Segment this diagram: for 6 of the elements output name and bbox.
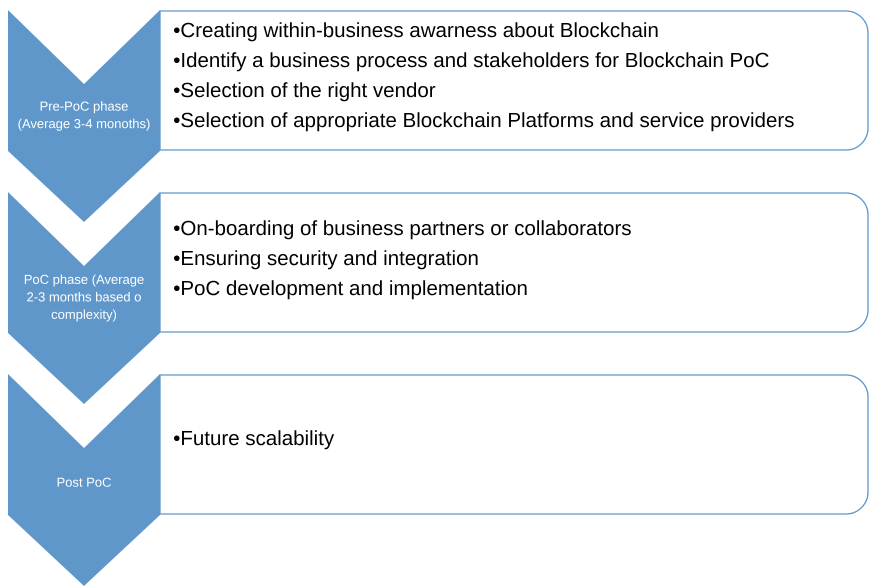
bullet-list-box: •Future scalability bbox=[159, 374, 869, 515]
phase-banner: Post PoC bbox=[8, 374, 160, 586]
phase-banner: PoC phase (Average 2-3 months based o complexity) bbox=[8, 192, 160, 404]
phase-banner: Pre-PoC phase (Average 3-4 monoths) bbox=[8, 10, 160, 222]
bullet-list-box: •Creating within-business awarness about Blockchain •Identify a business process and stakeholders for Blockchain PoC •Selection of the right vendor •Selection of appropriate Blockchain Platforms and service providers bbox=[159, 10, 869, 151]
bullet-list-box: •On-boarding of business partners or collaborators •Ensuring security and integration •PoC development and implementation bbox=[159, 192, 869, 333]
